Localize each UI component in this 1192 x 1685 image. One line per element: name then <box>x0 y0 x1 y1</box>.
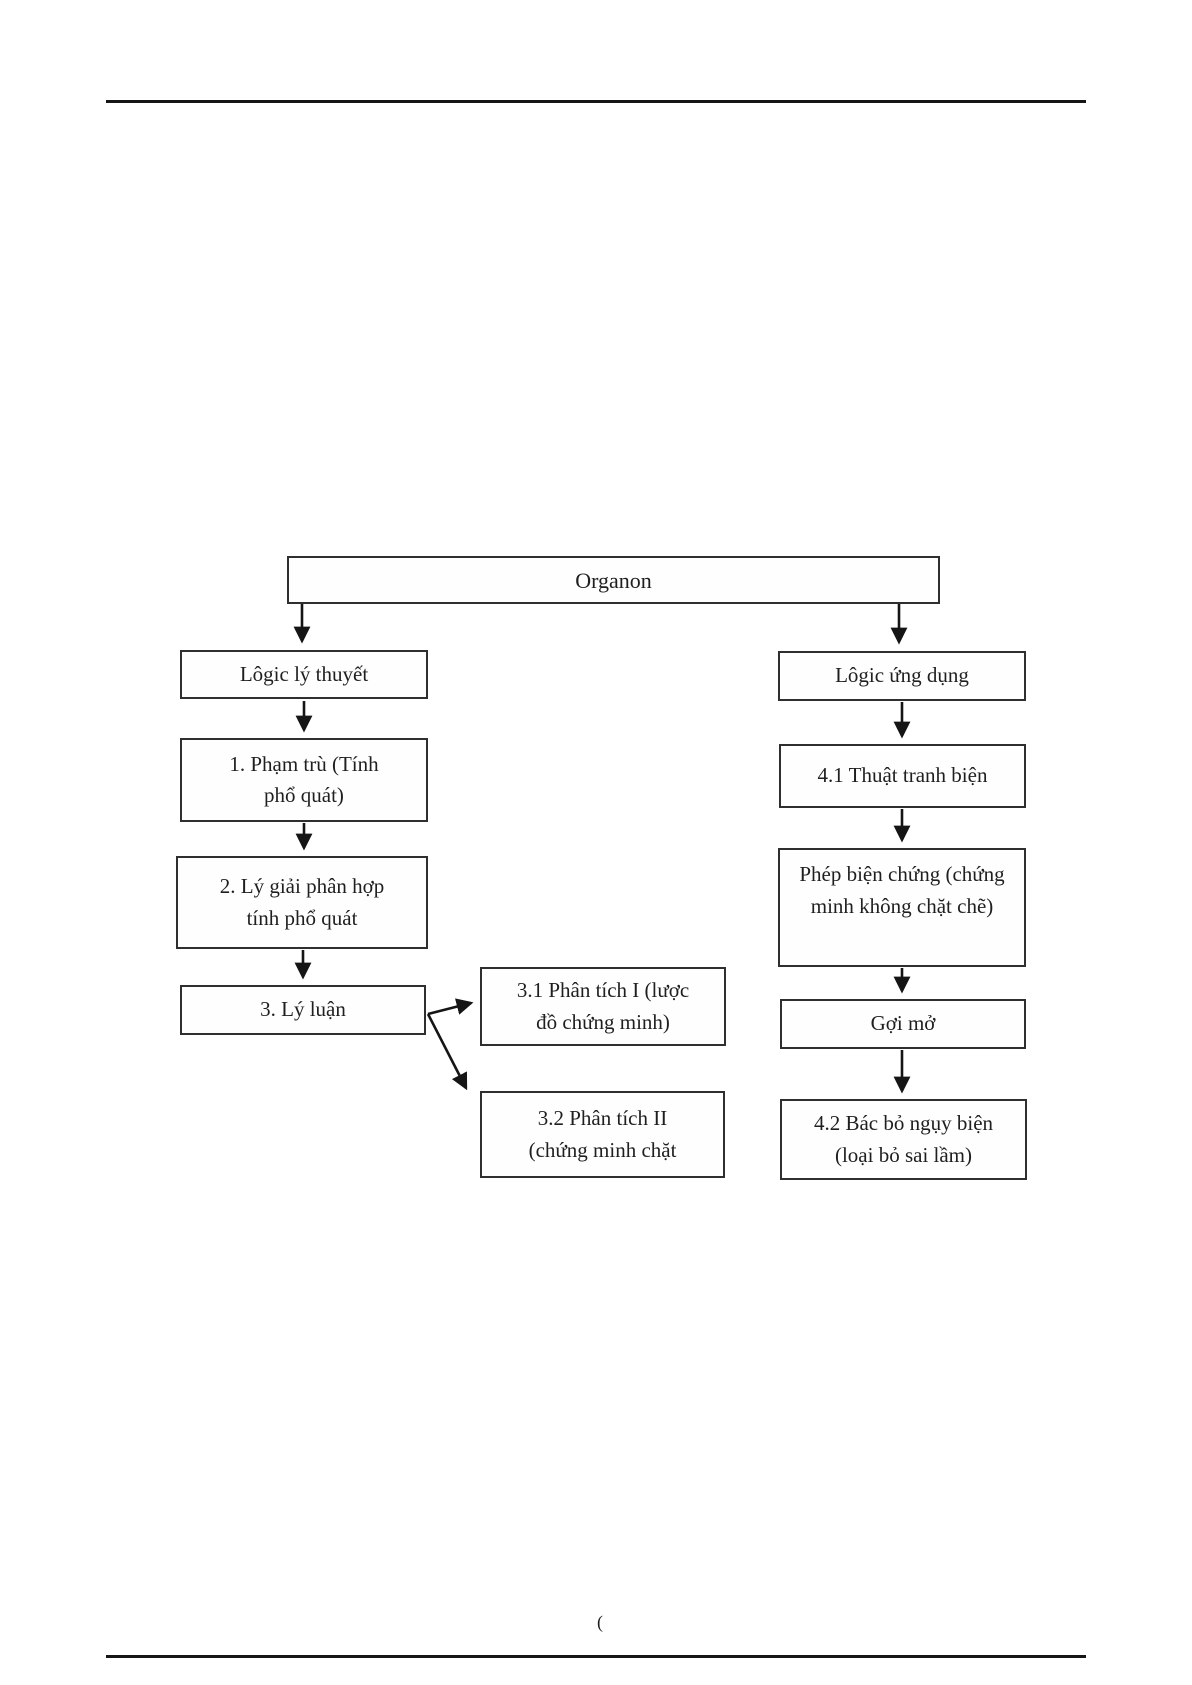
arrow-ly-luan-to-phan-tich-2 <box>426 1013 468 1091</box>
node-pham-tru: 1. Phạm trù (Tính phổ quát) <box>180 738 428 822</box>
node-ly-luan: 3. Lý luận <box>180 985 426 1035</box>
node-ly-giai: 2. Lý giải phân hợp tính phổ quát <box>176 856 428 949</box>
node-phan-tich-2: 3.2 Phân tích II (chứng minh chặt <box>480 1091 725 1178</box>
node-phan-tich-1: 3.1 Phân tích I (lược đồ chứng minh) <box>480 967 726 1046</box>
node-goi-mo: Gợi mở <box>780 999 1026 1049</box>
node-bac-bo: 4.2 Bác bỏ ngụy biện (loại bỏ sai lầm) <box>780 1099 1027 1180</box>
node-organon: Organon <box>287 556 940 604</box>
node-logic-ung-dung: Lôgic ứng dụng <box>778 651 1026 701</box>
node-phep-bien-chung: Phép biện chứng (chứng minh không chặt c… <box>778 848 1026 967</box>
page-bottom-rule <box>106 1655 1086 1658</box>
page-top-rule <box>106 100 1086 103</box>
node-logic-ly-thuyet: Lôgic lý thuyết <box>180 650 428 699</box>
node-thuat-tranh-bien: 4.1 Thuật tranh biện <box>779 744 1026 808</box>
arrow-ly-luan-to-phan-tich-1 <box>427 998 474 1016</box>
footer-parenthesis-mark: ( <box>597 1612 603 1632</box>
